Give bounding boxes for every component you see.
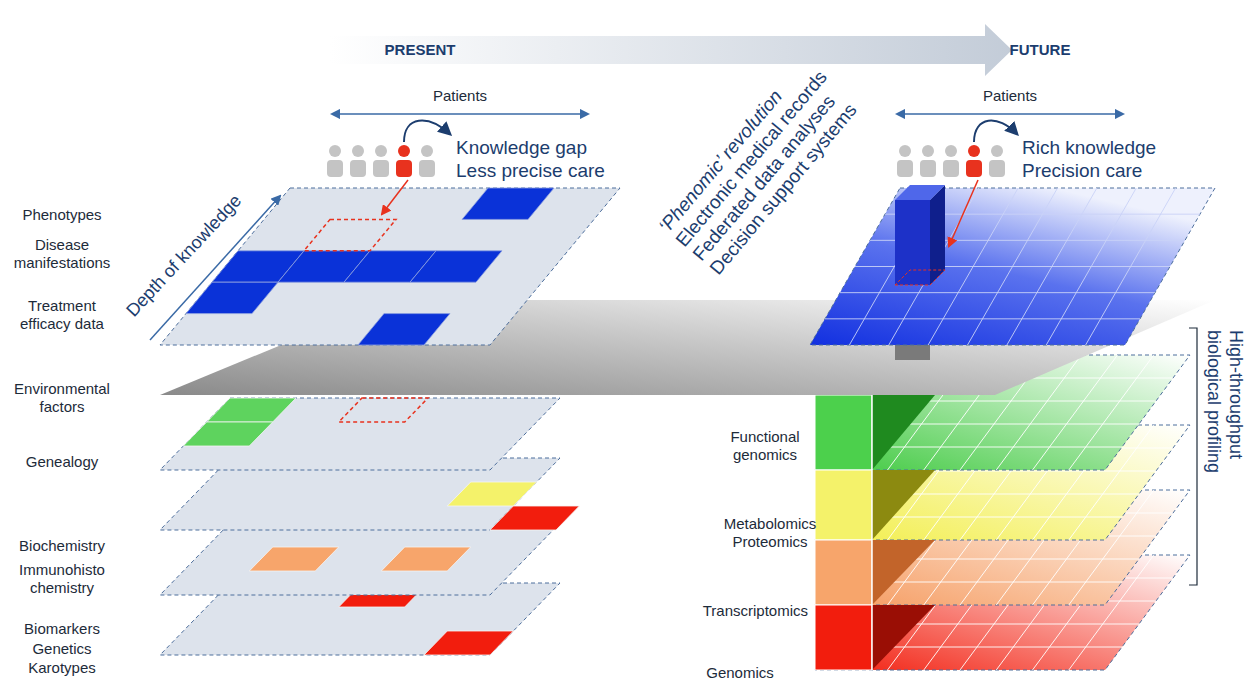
row-label: Metabolomics	[710, 515, 830, 533]
row-label: Biomarkers	[0, 620, 124, 638]
patient-icon	[396, 160, 412, 177]
missing-cell	[304, 219, 396, 250]
grid-line	[840, 292, 1155, 293]
row-label: Biochemistry	[0, 537, 124, 555]
data-cell	[462, 188, 554, 219]
data-cell	[207, 398, 296, 422]
profile-column	[815, 470, 872, 540]
row-label: Functional genomics	[705, 428, 825, 464]
patient-icon	[373, 160, 389, 177]
patient-pointer	[382, 180, 408, 214]
row-label: Transcriptomics	[688, 602, 808, 620]
data-plane	[160, 523, 560, 595]
data-cell	[358, 314, 450, 345]
section-heading: PRESENT	[370, 41, 470, 59]
bracket-label: High-throughput biological profiling	[1203, 330, 1246, 502]
patient-icon	[350, 160, 366, 177]
time-arrow	[330, 24, 1012, 76]
data-cell	[249, 547, 338, 571]
knowledge-arrow	[974, 121, 1017, 142]
row-label: Phenotypes	[0, 206, 124, 224]
patient-icon	[398, 145, 410, 157]
grid-line	[1069, 355, 1154, 470]
patient-icon	[943, 160, 959, 177]
section-heading: FUTURE	[990, 41, 1090, 59]
profile-column	[872, 395, 935, 470]
data-cell	[381, 547, 470, 571]
layer-planes	[160, 185, 1215, 670]
patient-icon	[419, 160, 435, 177]
patient-icon	[421, 145, 433, 157]
patient-icon	[352, 145, 364, 157]
patient-pointer	[949, 180, 978, 246]
patients-span-arrow	[897, 113, 1123, 115]
row-label: Immunohisto chemistry	[0, 561, 124, 597]
data-cell	[447, 482, 536, 506]
patient-icon	[945, 145, 957, 157]
data-cell	[183, 422, 272, 446]
patient-icon	[966, 160, 982, 177]
row-label: Disease manifestations	[0, 236, 124, 272]
row-label: Genomics	[690, 664, 790, 682]
patients-span-arrow	[332, 113, 588, 115]
profile-column	[815, 540, 872, 605]
axis-label: Patients	[960, 87, 1060, 105]
profile-column	[815, 605, 872, 670]
patient-icon	[375, 145, 387, 157]
patient-icons	[327, 145, 1005, 177]
row-label: Karotypes	[0, 659, 124, 677]
connector-block	[895, 345, 930, 360]
knowledge-arrow	[404, 121, 450, 142]
row-label: Genealogy	[0, 453, 124, 471]
callout-text: Less precise care	[456, 160, 605, 183]
patient-icon	[329, 145, 341, 157]
profile-column	[872, 470, 935, 540]
missing-cell	[339, 398, 428, 422]
patient-icon	[899, 145, 911, 157]
knowledge-bar	[895, 185, 945, 200]
callout-text: Precision care	[1022, 160, 1142, 183]
patient-icon	[327, 160, 343, 177]
data-cell	[410, 251, 502, 282]
patient-icon	[968, 145, 980, 157]
callout-text: Knowledge gap	[456, 137, 587, 160]
profile-column	[871, 395, 873, 670]
data-cell	[186, 282, 278, 313]
data-cell	[424, 631, 513, 655]
knowledge-bar	[930, 185, 945, 285]
profile-column	[872, 605, 935, 670]
row-label: Environmental factors	[0, 380, 124, 416]
bracket	[1189, 328, 1197, 585]
profile-column	[815, 395, 872, 470]
row-label: Proteomics	[710, 533, 830, 551]
grid-line	[825, 318, 1140, 319]
row-label: Genetics	[0, 640, 124, 658]
knowledge-plane	[810, 188, 1215, 345]
row-label: Treatment efficacy data	[7, 297, 117, 333]
profile-column	[872, 540, 935, 605]
knowledge-bar	[895, 200, 930, 285]
patient-icon	[922, 145, 934, 157]
data-cell	[490, 506, 579, 530]
callout-text: Rich knowledge	[1022, 137, 1156, 160]
data-plane	[160, 398, 560, 470]
patient-icon	[991, 145, 1003, 157]
patient-icon	[989, 160, 1005, 177]
axis-label: Patients	[410, 87, 510, 105]
patient-icon	[897, 160, 913, 177]
knowledge-bar	[895, 270, 945, 285]
patient-icon	[920, 160, 936, 177]
